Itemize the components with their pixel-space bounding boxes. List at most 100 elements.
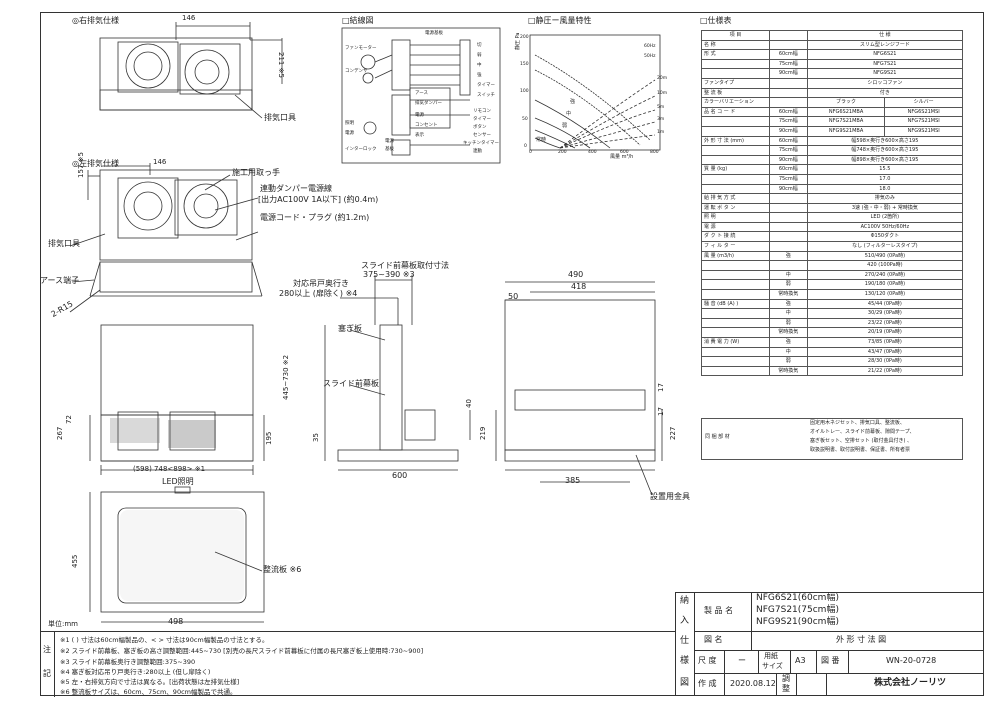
check-label: 整	[782, 684, 790, 693]
pq-x-tick: 400	[588, 150, 597, 155]
callout-damper: 連動ダンパー電源線	[260, 184, 332, 193]
spec-variant: 90cm幅	[768, 154, 808, 166]
spec-item	[701, 68, 770, 79]
note-item: ※3 スライド前幕板奥行き調整範囲:375~390	[60, 658, 196, 666]
spec-variant: 強	[768, 250, 808, 262]
spec-row: 75cm幅幅748×奥行き600×高さ195	[701, 145, 964, 156]
spec-item: 照 明	[701, 212, 770, 223]
spec-item	[701, 116, 770, 127]
pq-x-tick: 600	[620, 150, 629, 155]
dim-40: 40	[465, 399, 473, 408]
rear-view-frame	[504, 299, 656, 451]
spec-variant: 75cm幅	[768, 116, 808, 127]
wiring-label: 弱	[477, 53, 482, 58]
title-side-char: 納	[680, 596, 690, 606]
spec-value: なし (フィルターレスタイプ)	[806, 241, 964, 252]
product-name: NFG7S21(75cm幅)	[756, 605, 839, 615]
bottom-view-panel	[100, 491, 265, 613]
wiring-label: ボタン	[473, 125, 487, 130]
dim-72: 72	[65, 415, 73, 424]
callout-cord: 電源コード・プラグ (約1.2m)	[260, 213, 370, 222]
company-logo: 株式会社ノーリツ	[874, 678, 947, 688]
note-item: ※2 スライド前幕板、塞ぎ板の高さ調整範囲:445~730 [別売の長尺スライド…	[60, 647, 424, 655]
spec-value: NFG6S21	[806, 49, 964, 60]
spec-item: フ ィ ル タ ー	[701, 241, 770, 252]
paper-size: A3	[795, 656, 806, 665]
wiring-label: キッチンタイマー	[463, 141, 499, 146]
spec-value: NFG6S21MBA	[806, 106, 886, 118]
spec-item	[701, 346, 770, 358]
wiring-label: 電源	[345, 131, 354, 136]
spec-row: 整 流 板付き	[701, 87, 964, 99]
spec-value: 45/44 (0Pa時)	[806, 298, 964, 310]
pq-duct-label: 1m	[657, 130, 665, 135]
wiring-labels: 電源基板 切 弱 中 強 タイマー スイッチ ファンモーター コンデンサ 照明 …	[345, 31, 500, 160]
spec-value: 270/240 (0Pa時)	[806, 269, 964, 281]
spec-item	[701, 154, 770, 166]
accessories-text: 塞ぎ板セット、空排セット (取付金具付き) 、	[810, 438, 912, 444]
spec-value: 幅748×奥行き600×高さ195	[806, 145, 964, 156]
spec-item	[701, 289, 770, 300]
wiring-label: 電源基板	[425, 31, 443, 36]
title-side-char: 図	[680, 678, 690, 688]
spec-variant	[768, 193, 808, 204]
notes-side: 注 記	[40, 632, 55, 697]
spec-value: LED (2箇所)	[806, 212, 964, 223]
spec-value: 仕 様	[806, 30, 964, 41]
spec-value: 43/47 (0Pa時)	[806, 346, 964, 358]
product-name-label: 製 品 名	[704, 606, 734, 615]
spec-value: 17.0	[806, 173, 964, 185]
accessories-text: 固定用木ネジセット、排気口具、整流板、	[810, 420, 905, 426]
spec-variant	[768, 221, 808, 233]
spec-item: 給 排 気 方 式	[701, 193, 770, 204]
pq-curve-label: 中	[566, 111, 572, 117]
spec-variant: 90cm幅	[768, 68, 808, 79]
spec-variant	[768, 231, 808, 243]
pq-curve-label: 常時	[536, 137, 547, 143]
notes-side-char: 記	[43, 669, 51, 678]
spec-variant: 弱	[768, 279, 808, 291]
pq-x-label: 風量 m³/h	[610, 154, 634, 160]
spec-value: NFG9S21	[806, 68, 964, 79]
spec-variant: 常時換気	[768, 365, 808, 377]
note-item: ※5 左・右排気方向で寸法は異なる。[出荷状態は左排気仕様]	[60, 678, 240, 686]
spec-item	[701, 183, 770, 195]
left-exhaust-title: ◎左排気仕様	[72, 159, 119, 168]
right-exhaust-title: ◎右排気仕様	[72, 16, 119, 25]
wiring-label: インターロック	[345, 147, 377, 152]
spec-variant	[768, 241, 808, 252]
spec-item: ファンタイプ	[701, 77, 770, 89]
pq-duct-label: 3m	[657, 117, 665, 122]
spec-variant: 常時換気	[768, 327, 808, 338]
created-date: 2020.08.12	[730, 679, 776, 688]
pq-curve-label: 強	[570, 99, 576, 105]
pq-y-tick: 200	[520, 35, 529, 40]
spec-value-alt: NFG9S21MSI	[884, 125, 963, 137]
spec-row: カラーバリエーションブラックシルバー	[701, 97, 963, 108]
spec-row: 外 形 寸 法 (mm)60cm幅幅598×奥行き600×高さ195	[701, 135, 964, 147]
note-item: ※1 ( ) 寸法は60cm幅製品の、< > 寸法は90cm幅製品の寸法とする。	[60, 636, 269, 644]
spec-value-alt: NFG7S21MSI	[884, 116, 963, 127]
pq-curve-label: 60Hz	[644, 44, 656, 49]
dim-490: 490	[568, 270, 584, 279]
spec-item	[701, 58, 770, 70]
dim-445-730: 445~730 ※2	[282, 354, 290, 400]
wiring-label: 電源	[415, 113, 424, 118]
spec-item: 騒 音 (dB (A) )	[701, 298, 770, 310]
front-view-panel	[100, 324, 254, 416]
callout-damper-spec: [出力AC100V 1A以下] (約0.4m)	[258, 195, 379, 204]
product-name: NFG6S21(60cm幅)	[756, 593, 839, 603]
spec-variant: 中	[768, 308, 808, 319]
spec-value: 幅598×奥行き600×高さ195	[806, 135, 964, 147]
pq-y-tick: 100	[520, 89, 529, 94]
